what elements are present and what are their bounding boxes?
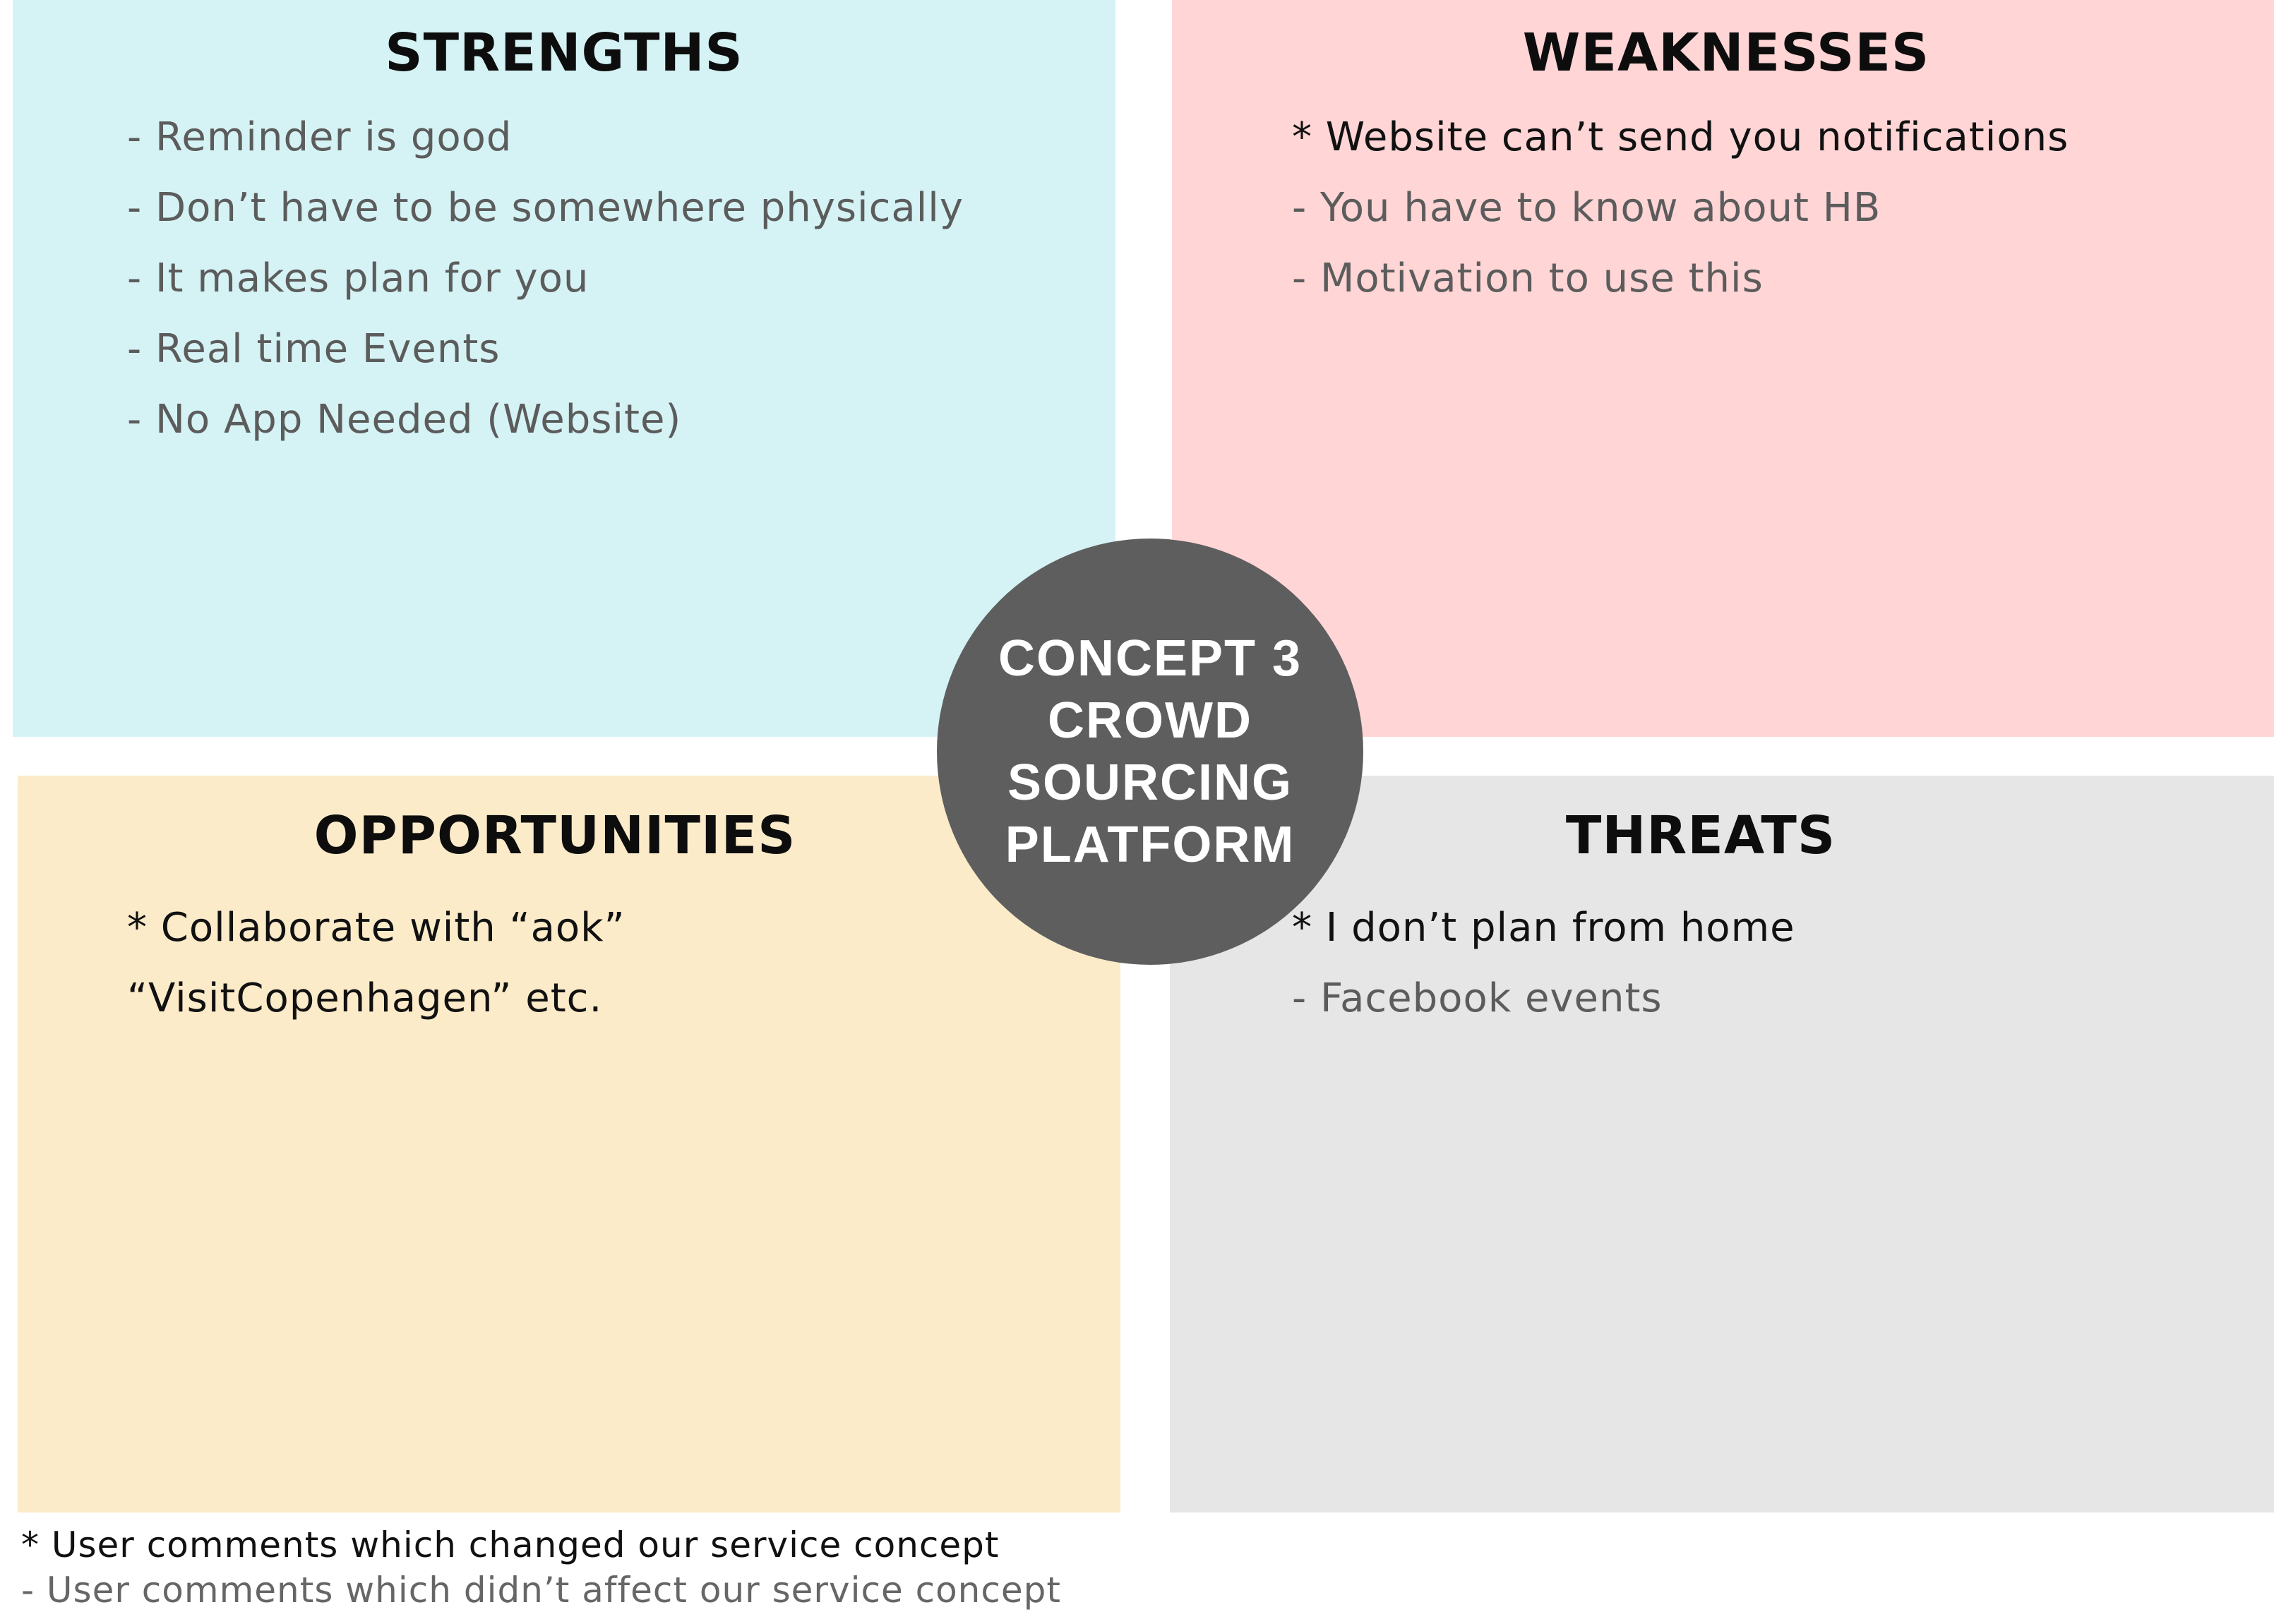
- threats-item: * I don’t plan from home: [1292, 905, 1795, 951]
- strengths-quadrant: STRENGTHS - Reminder is good - Don’t hav…: [13, 0, 1115, 737]
- weaknesses-title: WEAKNESSES: [1522, 23, 1930, 83]
- concept-line: CROWD: [1048, 692, 1252, 749]
- threats-item: - Facebook events: [1292, 975, 1663, 1021]
- strengths-item: - It makes plan for you: [127, 255, 590, 301]
- opportunities-title: OPPORTUNITIES: [313, 805, 796, 866]
- concept-line: PLATFORM: [1005, 817, 1295, 873]
- legend-major-comment: * User comments which changed our servic…: [21, 1524, 1000, 1565]
- threats-quadrant: THREATS * I don’t plan from home - Faceb…: [1170, 776, 2274, 1512]
- weaknesses-item: - You have to know about HB: [1292, 185, 1881, 231]
- opportunities-item: * Collaborate with “aok”: [127, 905, 626, 951]
- strengths-item: - No App Needed (Website): [127, 397, 682, 443]
- concept-line: SOURCING: [1007, 754, 1293, 811]
- concept-line: CONCEPT 3: [998, 630, 1303, 687]
- strengths-item: - Real time Events: [127, 326, 501, 372]
- threats-title: THREATS: [1565, 805, 1836, 866]
- strengths-item: - Don’t have to be somewhere physically: [127, 185, 964, 231]
- strengths-list: - Reminder is good - Don’t have to be so…: [127, 102, 964, 455]
- weaknesses-item: - Motivation to use this: [1292, 255, 1764, 301]
- strengths-item: - Reminder is good: [127, 114, 513, 160]
- weaknesses-item: * Website can’t send you notifications: [1292, 114, 2069, 160]
- opportunities-quadrant: OPPORTUNITIES * Collaborate with “aok” “…: [18, 776, 1120, 1512]
- concept-circle: CONCEPT 3 CROWD SOURCING PLATFORM: [937, 539, 1363, 965]
- weaknesses-quadrant: WEAKNESSES * Website can’t send you noti…: [1172, 0, 2274, 737]
- weaknesses-list: * Website can’t send you notifications -…: [1292, 102, 2069, 314]
- opportunities-item: “VisitCopenhagen” etc.: [127, 975, 603, 1021]
- legend-minor-comment: - User comments which didn’t affect our …: [21, 1570, 1061, 1611]
- threats-list: * I don’t plan from home - Facebook even…: [1292, 893, 1795, 1034]
- strengths-title: STRENGTHS: [385, 23, 743, 83]
- opportunities-list: * Collaborate with “aok” “VisitCopenhage…: [127, 893, 626, 1034]
